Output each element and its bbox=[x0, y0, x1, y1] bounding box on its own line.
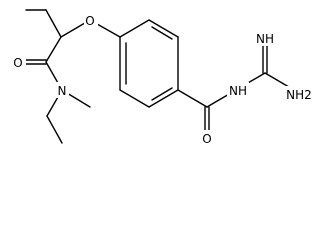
chemical-structure-diagram: O N O O NH NH NH2 bbox=[12, 9, 315, 146]
atom-lactam-oxygen: O bbox=[13, 56, 22, 70]
atom-imine-nitrogen: NH bbox=[256, 32, 274, 46]
atom-ring-oxygen: O bbox=[85, 14, 94, 28]
atom-amide-oxygen: O bbox=[202, 132, 211, 146]
atom-layer: O N O O NH NH NH2 bbox=[12, 12, 315, 146]
bond-aromatic-inner-2 bbox=[151, 26, 173, 40]
bond-c6-amide-c bbox=[177, 89, 208, 108]
bond-layer bbox=[21, 9, 295, 144]
atom-ring-nitrogen: N bbox=[58, 84, 67, 98]
bond-c2-c3 bbox=[45, 36, 62, 63]
bond-ethyl2-ch2-c2 bbox=[45, 9, 62, 38]
atom-amine-nitrogen: NH2 bbox=[286, 88, 312, 102]
bond-c8a-c8 bbox=[119, 19, 150, 38]
bond-ethyl4-ch2-ch3 bbox=[46, 115, 63, 144]
bond-c6-c5 bbox=[148, 89, 179, 108]
bond-aromatic-inner-3 bbox=[151, 87, 173, 101]
bond-c5-c4a bbox=[119, 89, 150, 108]
atom-amide-nitrogen: NH bbox=[229, 84, 247, 98]
bond-c8-c7 bbox=[148, 19, 179, 38]
